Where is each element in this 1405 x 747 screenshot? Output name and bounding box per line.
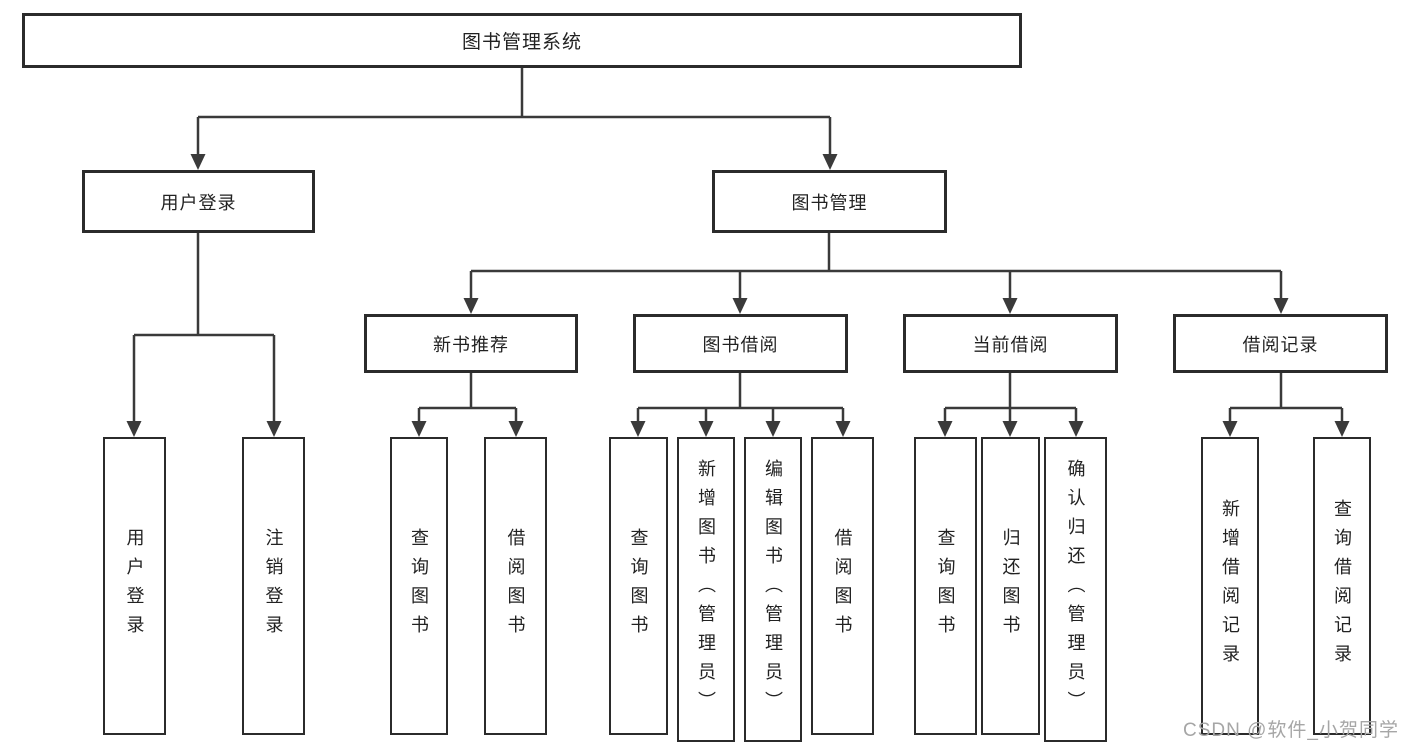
leaf-add-borrow-record: 新增借阅记录 <box>1201 437 1259 735</box>
node-label: 当前借阅 <box>972 334 1049 355</box>
leaf-query-books-recommend: 查询图书 <box>390 437 448 735</box>
node-book-management: 图书管理 <box>712 170 947 233</box>
leaf-confirm-return-admin: 确认归还（管理员） <box>1044 437 1107 742</box>
leaf-query-books-borrow: 查询图书 <box>609 437 668 735</box>
leaf-return-books: 归还图书 <box>981 437 1040 735</box>
watermark: CSDN @软件_小贺同学 <box>1183 720 1399 741</box>
node-root-system: 图书管理系统 <box>22 13 1022 68</box>
node-label: 查询借阅记录 <box>1332 499 1352 673</box>
node-label: 编辑图书（管理员） <box>763 459 783 720</box>
node-label: 注销登录 <box>263 528 284 644</box>
node-label: 新增图书（管理员） <box>696 459 716 720</box>
node-book-borrow: 图书借阅 <box>633 314 848 373</box>
node-label: 新书推荐 <box>433 334 509 355</box>
leaf-add-books-admin: 新增图书（管理员） <box>677 437 735 742</box>
node-label: 借阅图书 <box>505 528 526 644</box>
leaf-edit-books-admin: 编辑图书（管理员） <box>744 437 802 742</box>
node-label: 图书管理系统 <box>461 32 582 53</box>
node-user-login: 用户登录 <box>82 170 315 233</box>
node-borrow-record: 借阅记录 <box>1173 314 1388 373</box>
node-label: 图书管理 <box>791 192 868 213</box>
leaf-borrow-books: 借阅图书 <box>811 437 874 735</box>
leaf-borrow-books-recommend: 借阅图书 <box>484 437 547 735</box>
node-label: 图书借阅 <box>702 334 779 355</box>
leaf-user-login: 用户登录 <box>103 437 166 735</box>
node-label: 新增借阅记录 <box>1220 499 1240 673</box>
leaf-query-borrow-record: 查询借阅记录 <box>1313 437 1371 735</box>
node-label: 归还图书 <box>1000 528 1021 644</box>
leaf-query-books-current: 查询图书 <box>914 437 977 735</box>
node-label: 借阅图书 <box>832 528 853 644</box>
node-label: 用户登录 <box>160 192 237 213</box>
leaf-logout: 注销登录 <box>242 437 305 735</box>
node-label: 查询图书 <box>628 528 649 644</box>
node-current-borrow: 当前借阅 <box>903 314 1118 373</box>
node-label: 确认归还（管理员） <box>1065 459 1086 720</box>
node-label: 查询图书 <box>935 528 956 644</box>
node-new-book-recommend: 新书推荐 <box>364 314 578 373</box>
node-label: 用户登录 <box>124 528 145 644</box>
node-label: 查询图书 <box>409 528 429 644</box>
node-label: 借阅记录 <box>1242 334 1319 355</box>
